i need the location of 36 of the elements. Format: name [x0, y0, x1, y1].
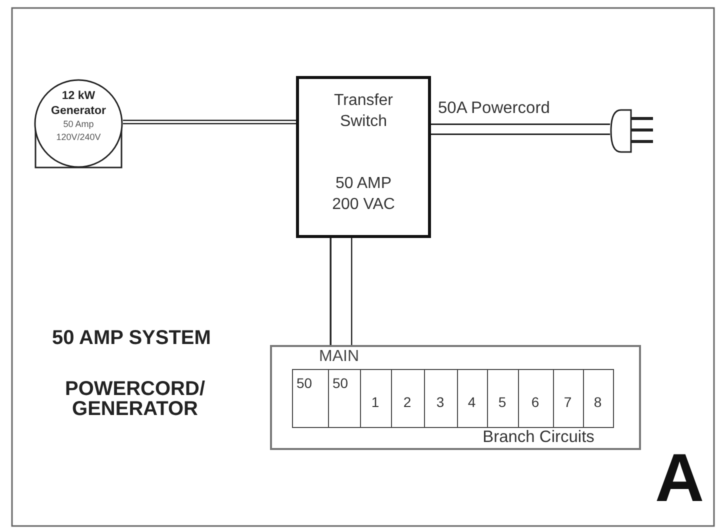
generator-label: 12 kW Generator: [50, 88, 107, 119]
transfer-switch-box: [296, 76, 431, 238]
breaker-slot: [292, 368, 329, 428]
circuit-number: 7: [564, 394, 572, 410]
breaker-panel: [270, 345, 641, 450]
switch-rating: 50 AMP 200 VAC: [331, 174, 396, 214]
generator-symbol: [34, 79, 123, 169]
panel-label: Branch Circuits: [482, 429, 594, 445]
breaker-slot: [518, 368, 554, 428]
breaker-slot: [582, 368, 614, 428]
system-subtitle: POWERCORD/ GENERATOR: [64, 379, 206, 419]
breaker-slot: [486, 368, 519, 428]
circuit-number: 6: [531, 394, 540, 410]
circuit-number: 2: [403, 394, 412, 410]
breaker-rating: 50: [332, 375, 348, 391]
breaker-slot: [390, 368, 425, 428]
circuit-number: 4: [468, 394, 476, 410]
circuit-number: 1: [371, 394, 380, 410]
plug-icon: [610, 109, 654, 153]
power-cord: [431, 124, 610, 136]
circuit-number: 5: [498, 394, 506, 410]
breaker-slot: [424, 368, 458, 428]
system-title: 50 AMP SYSTEM: [52, 326, 211, 350]
circuit-number: 8: [594, 394, 602, 410]
breaker-slot: [552, 368, 584, 428]
breaker-slot: [456, 368, 488, 428]
cable: [123, 120, 296, 124]
panel-label: MAIN: [319, 348, 359, 364]
breaker-rating: 50: [296, 375, 312, 391]
breaker-slot: [360, 368, 392, 428]
switch-label: Transfer Switch: [333, 90, 394, 132]
conduit: [330, 238, 352, 345]
breaker-slot: [328, 368, 361, 428]
generator-rating: 50 Amp 120V/240V: [55, 118, 102, 144]
figure-letter: A: [655, 444, 704, 512]
circuit-number: 3: [436, 394, 444, 410]
